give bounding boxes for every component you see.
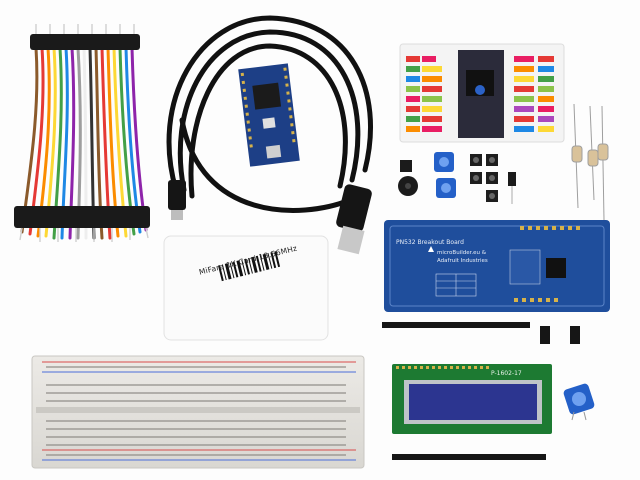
mbed-microcontroller-board (238, 63, 300, 167)
pn532-nfc-board (384, 220, 610, 312)
pn532-board-credit-line2: Adafruit Industries (437, 258, 488, 264)
small-components (398, 152, 516, 204)
resistor-set (571, 103, 609, 221)
usb-cable (166, 15, 374, 213)
usb-mini-plug (168, 180, 186, 220)
lcd-part-number: P-1602-17 (491, 370, 522, 377)
pinout-reference-card (399, 43, 565, 143)
usb-a-plug (336, 184, 372, 255)
mifare-rfid-card (163, 235, 329, 341)
pn532-board-credit-line1: microBuilder.eu & (437, 250, 487, 256)
header-pins-set (382, 322, 580, 460)
jumper-wire-bundle (14, 24, 150, 242)
lcd-16x2-module (392, 364, 552, 434)
pn532-board-title: PN532 Breakout Board (396, 239, 464, 246)
lcd-contrast-trimpot (563, 383, 595, 421)
solderless-breadboard (31, 355, 365, 469)
